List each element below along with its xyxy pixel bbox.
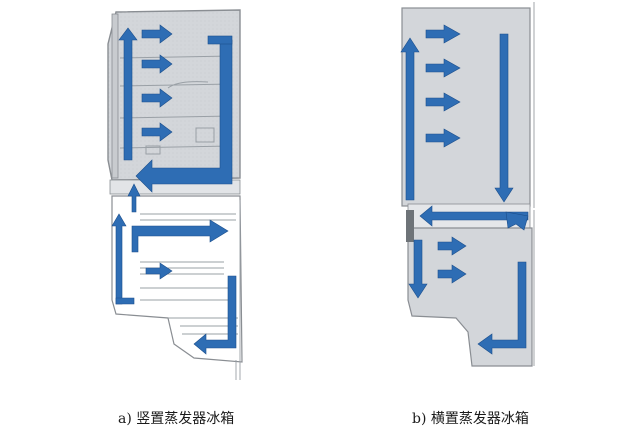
arrow-right xyxy=(425,128,461,148)
arrow-right xyxy=(141,88,173,108)
arrow-down xyxy=(408,239,428,299)
arrow-right xyxy=(425,58,461,78)
lower-compartment xyxy=(407,227,533,367)
lower-supply-up xyxy=(111,213,127,305)
lower-compartment xyxy=(111,195,243,363)
return-duct xyxy=(135,39,233,193)
return-inlet xyxy=(207,35,233,45)
arrow-right xyxy=(425,92,461,112)
arrow-right xyxy=(131,219,229,253)
arrow-diag xyxy=(505,211,529,231)
caption-vertical-evaporator: a) 竖置蒸发器冰箱 xyxy=(118,411,235,427)
return-duct-lower xyxy=(193,275,237,355)
caption-horizontal-evaporator: b) 横置蒸发器冰箱 xyxy=(412,411,529,427)
lower-supply-bar xyxy=(115,297,135,305)
airflow-arrows-b xyxy=(400,24,529,355)
upper-compartment xyxy=(401,7,531,207)
arrow-right xyxy=(141,122,173,142)
arrow-right xyxy=(437,264,467,284)
return-duct xyxy=(477,261,527,355)
fridge-horizontal-evaporator xyxy=(400,2,535,367)
arrow-right xyxy=(141,54,173,74)
arrow-small xyxy=(127,183,141,213)
arrow-right xyxy=(425,24,461,44)
airflow-arrows-a xyxy=(111,24,237,355)
arrow-right xyxy=(145,262,173,280)
arrow-right xyxy=(141,24,173,44)
door-frame-line xyxy=(111,13,119,179)
upper-shelves xyxy=(119,55,233,155)
arrow-down xyxy=(494,33,514,203)
arrow-right xyxy=(437,236,467,256)
arrow-up xyxy=(118,27,138,161)
arrow-up xyxy=(400,37,420,201)
door-hinge xyxy=(406,210,414,242)
fridge-vertical-evaporator xyxy=(107,9,243,380)
